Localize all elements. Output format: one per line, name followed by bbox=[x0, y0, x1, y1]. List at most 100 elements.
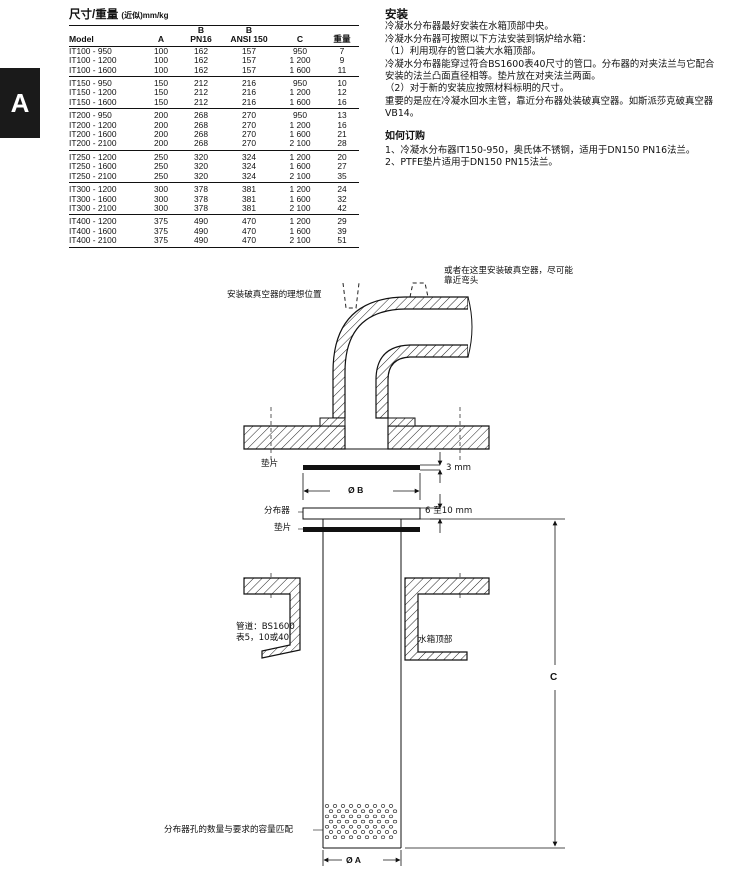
b-ansi150-cell: 470 bbox=[242, 216, 256, 227]
a-cell: 100 bbox=[154, 45, 168, 56]
hole bbox=[380, 835, 386, 839]
ordering-title: 如何订购 bbox=[385, 130, 425, 142]
model-cell: IT100 - 1200 bbox=[69, 55, 117, 66]
weight-cell: 35 bbox=[325, 171, 359, 184]
c-cell: 1 200 bbox=[289, 151, 311, 162]
hole bbox=[384, 830, 390, 834]
b-ansi150-cell: 381 bbox=[242, 193, 256, 204]
hole bbox=[372, 825, 378, 829]
model-cell: IT200 - 1200 bbox=[69, 119, 117, 130]
alt-breaker-position bbox=[409, 282, 429, 298]
model-cell: IT200 - 950 bbox=[69, 110, 112, 121]
hole bbox=[324, 825, 330, 829]
hole bbox=[380, 814, 386, 819]
c-cell: 1 200 bbox=[289, 119, 311, 130]
hole bbox=[388, 804, 394, 808]
b-ansi150-cell: 324 bbox=[242, 151, 256, 162]
tank-top-label: 水箱顶部 bbox=[418, 635, 453, 645]
hole bbox=[388, 835, 394, 839]
hole bbox=[348, 825, 354, 829]
model-cell: IT250 - 1600 bbox=[69, 161, 117, 172]
weight-cell: 24 bbox=[337, 184, 347, 195]
hole bbox=[376, 809, 382, 813]
installation-paragraph: 冷凝水分布器可按照以下方法安装到锅炉给水箱： bbox=[385, 33, 592, 45]
hole bbox=[344, 830, 350, 834]
c-cell: 1 200 bbox=[289, 216, 311, 227]
hole bbox=[388, 814, 394, 819]
weight-cell: 12 bbox=[337, 87, 347, 98]
flange-left bbox=[243, 425, 346, 450]
weight-cell: 51 bbox=[325, 235, 359, 248]
a-cell: 375 bbox=[154, 225, 168, 236]
b-ansi150-cell: 270 bbox=[242, 110, 256, 121]
installation-title: 安装 bbox=[385, 7, 408, 21]
flange-neck-right bbox=[387, 417, 416, 427]
installation-paragraph: 冷凝水分布器最好安装在水箱顶部中央。 bbox=[385, 21, 554, 33]
c-cell: 2 100 bbox=[275, 203, 325, 216]
hole bbox=[380, 825, 386, 829]
gasket-top-label: 垫片 bbox=[261, 459, 279, 469]
hole bbox=[324, 835, 330, 839]
a-cell: 300 bbox=[154, 193, 168, 204]
hole bbox=[364, 804, 370, 808]
model-cell: IT150 - 1200 bbox=[69, 87, 117, 98]
b-ansi150-cell: 324 bbox=[223, 171, 275, 184]
c-cell: 1 200 bbox=[289, 184, 311, 195]
b-pn16-cell: 320 bbox=[179, 171, 223, 184]
ideal-breaker-position bbox=[342, 282, 360, 309]
b-pn16-cell: 378 bbox=[194, 193, 208, 204]
b-ansi150-cell: 470 bbox=[223, 235, 275, 248]
b-ansi150-cell: 157 bbox=[242, 55, 256, 66]
header-b-top: B bbox=[197, 25, 205, 35]
a-cell: 200 bbox=[154, 129, 168, 140]
dimension-dia-a-label: Ø A bbox=[346, 855, 361, 865]
header-c: C bbox=[275, 35, 325, 47]
model-cell: IT400 - 1600 bbox=[69, 225, 117, 236]
b-ansi150-cell: 324 bbox=[242, 161, 256, 172]
weight-cell: 42 bbox=[325, 203, 359, 216]
b-ansi150-cell: 216 bbox=[242, 78, 256, 89]
hole bbox=[340, 804, 346, 808]
ordering-item: 1、冷凝水分布器IT150-950，奥氏体不锈钢，适用于DN150 PN16法兰… bbox=[385, 145, 696, 157]
dimension-dia-b-label: Ø B bbox=[348, 485, 364, 495]
weight-cell: 13 bbox=[337, 110, 347, 121]
hole bbox=[332, 814, 338, 819]
header-ansi150: ANSI 150 bbox=[223, 35, 275, 47]
b-ansi150-cell: 157 bbox=[223, 65, 275, 78]
leader-lines bbox=[298, 511, 323, 831]
hole bbox=[360, 809, 366, 813]
model-cell: IT100 - 950 bbox=[69, 45, 112, 56]
b-pn16-cell: 378 bbox=[179, 203, 223, 216]
b-pn16-cell: 320 bbox=[194, 161, 208, 172]
b-ansi150-cell: 270 bbox=[223, 139, 275, 151]
hole bbox=[332, 804, 338, 808]
a-cell: 200 bbox=[154, 119, 168, 130]
hole bbox=[352, 819, 358, 824]
header-weight: 重量 bbox=[325, 35, 359, 47]
a-cell: 300 bbox=[154, 184, 168, 195]
b-pn16-cell: 268 bbox=[194, 110, 208, 121]
hole bbox=[388, 825, 394, 829]
weight-cell: 9 bbox=[339, 55, 345, 66]
hole bbox=[392, 809, 398, 813]
hole bbox=[360, 830, 366, 834]
header-model: Model bbox=[69, 35, 143, 47]
a-cell: 100 bbox=[154, 55, 168, 66]
alt-breaker-label-1: 或者在这里安装破真空器，尽可能 bbox=[444, 266, 573, 276]
a-cell: 200 bbox=[154, 110, 168, 121]
hole bbox=[348, 804, 354, 808]
model-cell: IT300 - 2100 bbox=[69, 203, 143, 216]
b-ansi150-cell: 270 bbox=[242, 129, 256, 140]
elbow-open-end bbox=[467, 296, 473, 358]
